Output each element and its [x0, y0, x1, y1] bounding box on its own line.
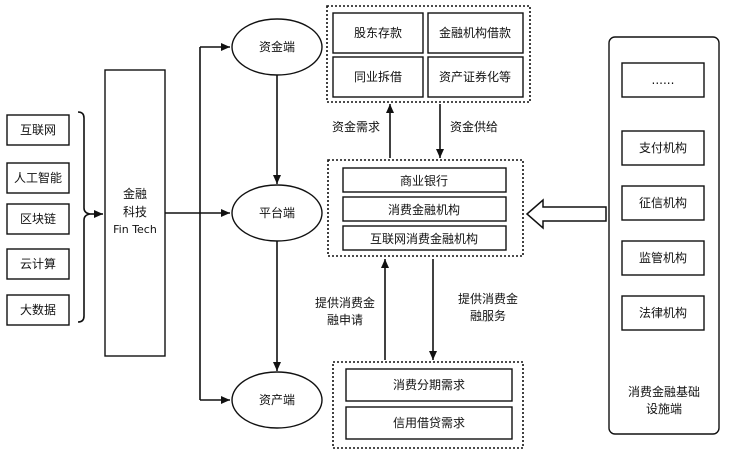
fintech-label-line1: 金融 [123, 186, 147, 201]
tech-item-blockchain: 区块链 [6, 203, 70, 235]
infra-item-label: 征信机构 [639, 195, 687, 210]
demand-label: 信用借贷需求 [393, 416, 465, 430]
infra-item-label: 法律机构 [639, 305, 687, 320]
fund-source-label: 同业拆借 [354, 69, 402, 84]
tech-item-ai: 人工智能 [6, 162, 70, 194]
platform-label: 互联网消费金融机构 [370, 231, 478, 246]
fintech-label-line3: Fin Tech [113, 223, 157, 236]
fund-source-label: 股东存款 [354, 26, 402, 40]
fund-end-label: 资金端 [259, 39, 295, 54]
infra-hollow-arrow [525, 198, 607, 230]
infra-item-label: ...... [652, 73, 675, 87]
fund-demand-label: 资金需求 [332, 119, 380, 134]
platform-end: 平台端 [231, 184, 323, 242]
service-label-line2: 融服务 [470, 308, 506, 323]
infra-group: ...... 支付机构 征信机构 监管机构 法律机构 消费金融基础 设施端 [608, 36, 720, 435]
fund-sources-group: 股东存款 金融机构借款 同业拆借 资产证券化等 [326, 5, 531, 103]
fund-source-label: 金融机构借款 [439, 25, 511, 40]
service-label-line1: 提供消费金 [458, 291, 518, 306]
tech-item-bigdata: 大数据 [6, 294, 70, 326]
infra-label-line2: 设施端 [646, 402, 682, 416]
asset-end-label: 资产端 [259, 393, 295, 407]
tech-item-internet: 互联网 [6, 114, 70, 146]
fintech-label-line2: 科技 [123, 205, 147, 219]
fund-source-label: 资产证券化等 [439, 69, 511, 84]
platform-label: 消费金融机构 [388, 202, 460, 217]
platform-end-label: 平台端 [259, 205, 295, 220]
infra-item-label: 支付机构 [639, 140, 687, 155]
tech-item-label: 云计算 [20, 256, 56, 271]
tech-brace [77, 111, 91, 323]
platform-group: 商业银行 消费金融机构 互联网消费金融机构 [327, 159, 524, 257]
fintech-box: 金融 科技 Fin Tech [104, 69, 166, 357]
apply-label-line1: 提供消费金 [315, 295, 375, 310]
fund-end: 资金端 [231, 18, 323, 76]
tech-item-cloud: 云计算 [6, 248, 70, 280]
infra-label-line1: 消费金融基础 [628, 384, 700, 399]
tech-list: 互联网 人工智能 区块链 云计算 大数据 [6, 114, 70, 326]
fund-supply-label: 资金供给 [450, 119, 498, 134]
platform-label: 商业银行 [400, 173, 448, 188]
infra-item-label: 监管机构 [639, 250, 687, 265]
demand-label: 消费分期需求 [393, 378, 465, 392]
fintech-connectors [165, 43, 230, 404]
tech-item-label: 区块链 [20, 211, 56, 226]
tech-item-label: 互联网 [20, 123, 56, 137]
asset-end: 资产端 [231, 371, 323, 429]
tech-item-label: 大数据 [20, 302, 56, 317]
apply-label-line2: 融申请 [327, 313, 363, 327]
demand-group: 消费分期需求 信用借贷需求 [332, 361, 524, 449]
tech-item-label: 人工智能 [14, 170, 62, 185]
